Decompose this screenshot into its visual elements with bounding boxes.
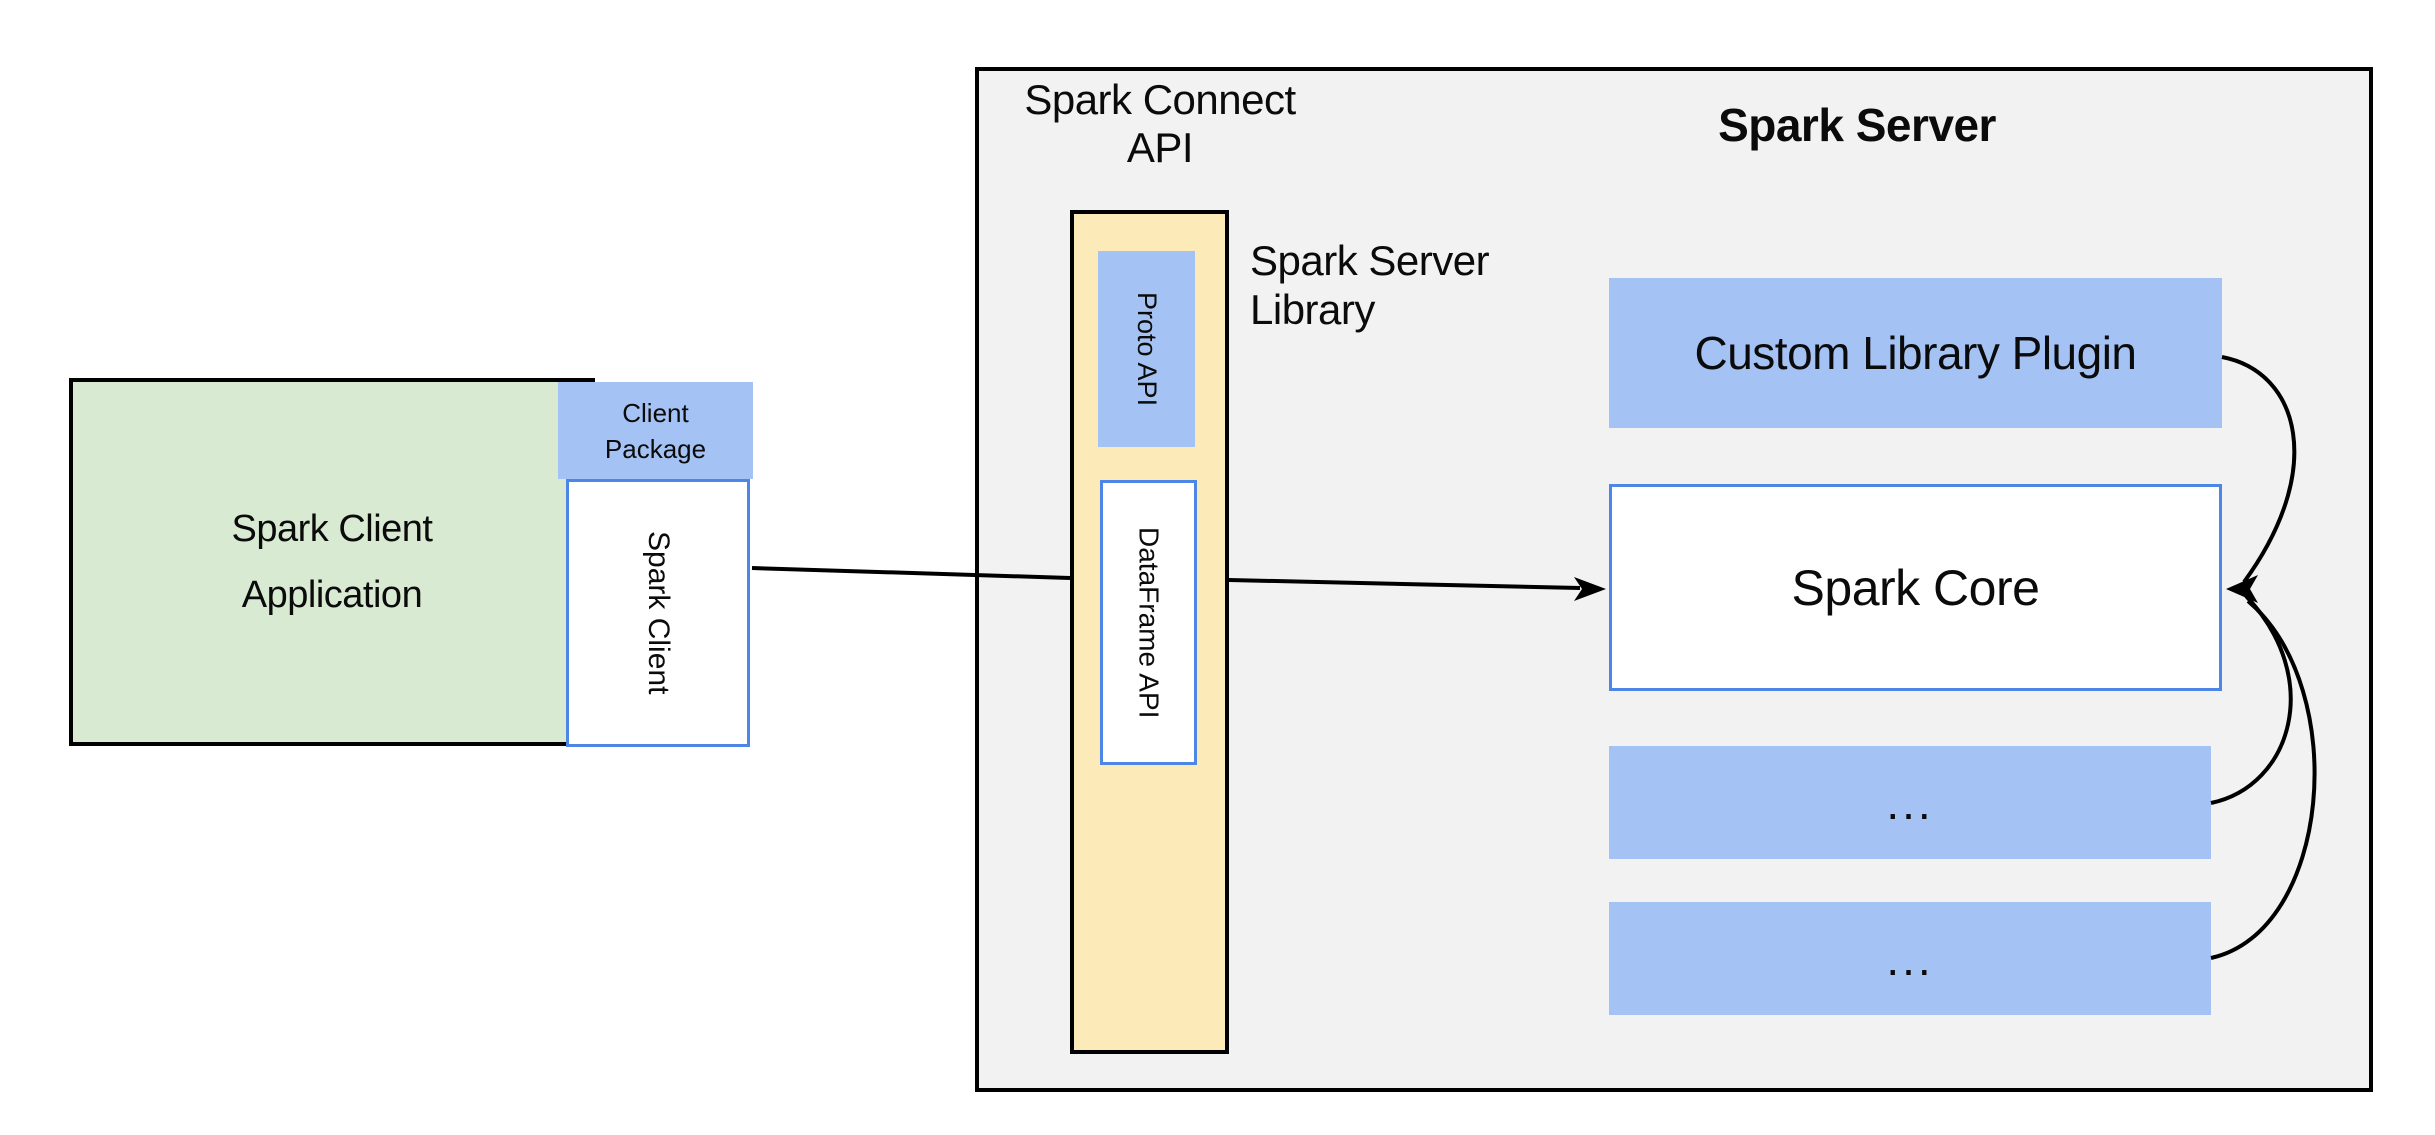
module-box-1: ...: [1609, 746, 2211, 859]
spark-client-application-label: Spark Client Application: [231, 508, 433, 616]
spark-connect-api-label: Spark Connect API: [960, 76, 1360, 172]
module-box-2-label: ...: [1886, 932, 1934, 985]
spark-client-label: Spark Client: [642, 531, 675, 695]
spark-server-title: Spark Server: [1718, 99, 1996, 151]
spark-client-box: Spark Client: [566, 479, 750, 747]
module-box-2: ...: [1609, 902, 2211, 1015]
spark-connect-api-line1: Spark Connect: [1024, 76, 1296, 123]
proto-api-label: Proto API: [1132, 291, 1162, 407]
custom-library-plugin-label: Custom Library Plugin: [1694, 327, 2137, 379]
proto-api-box: Proto API: [1098, 251, 1195, 447]
module-box-1-label: ...: [1886, 776, 1934, 829]
client-package-label: Client Package: [604, 397, 707, 464]
spark-server-library-caption: Spark Server Library: [1250, 237, 1490, 333]
dataframe-api-box: DataFrame API: [1100, 480, 1197, 765]
spark-core-box: Spark Core: [1609, 484, 2222, 691]
client-package-box: Client Package: [558, 382, 753, 479]
dataframe-api-label: DataFrame API: [1133, 526, 1165, 719]
spark-connect-api-line2: API: [1126, 124, 1194, 171]
spark-client-application-box: Spark Client Application: [69, 378, 595, 746]
spark-core-label: Spark Core: [1791, 559, 2040, 616]
custom-library-plugin-box: Custom Library Plugin: [1609, 278, 2222, 428]
